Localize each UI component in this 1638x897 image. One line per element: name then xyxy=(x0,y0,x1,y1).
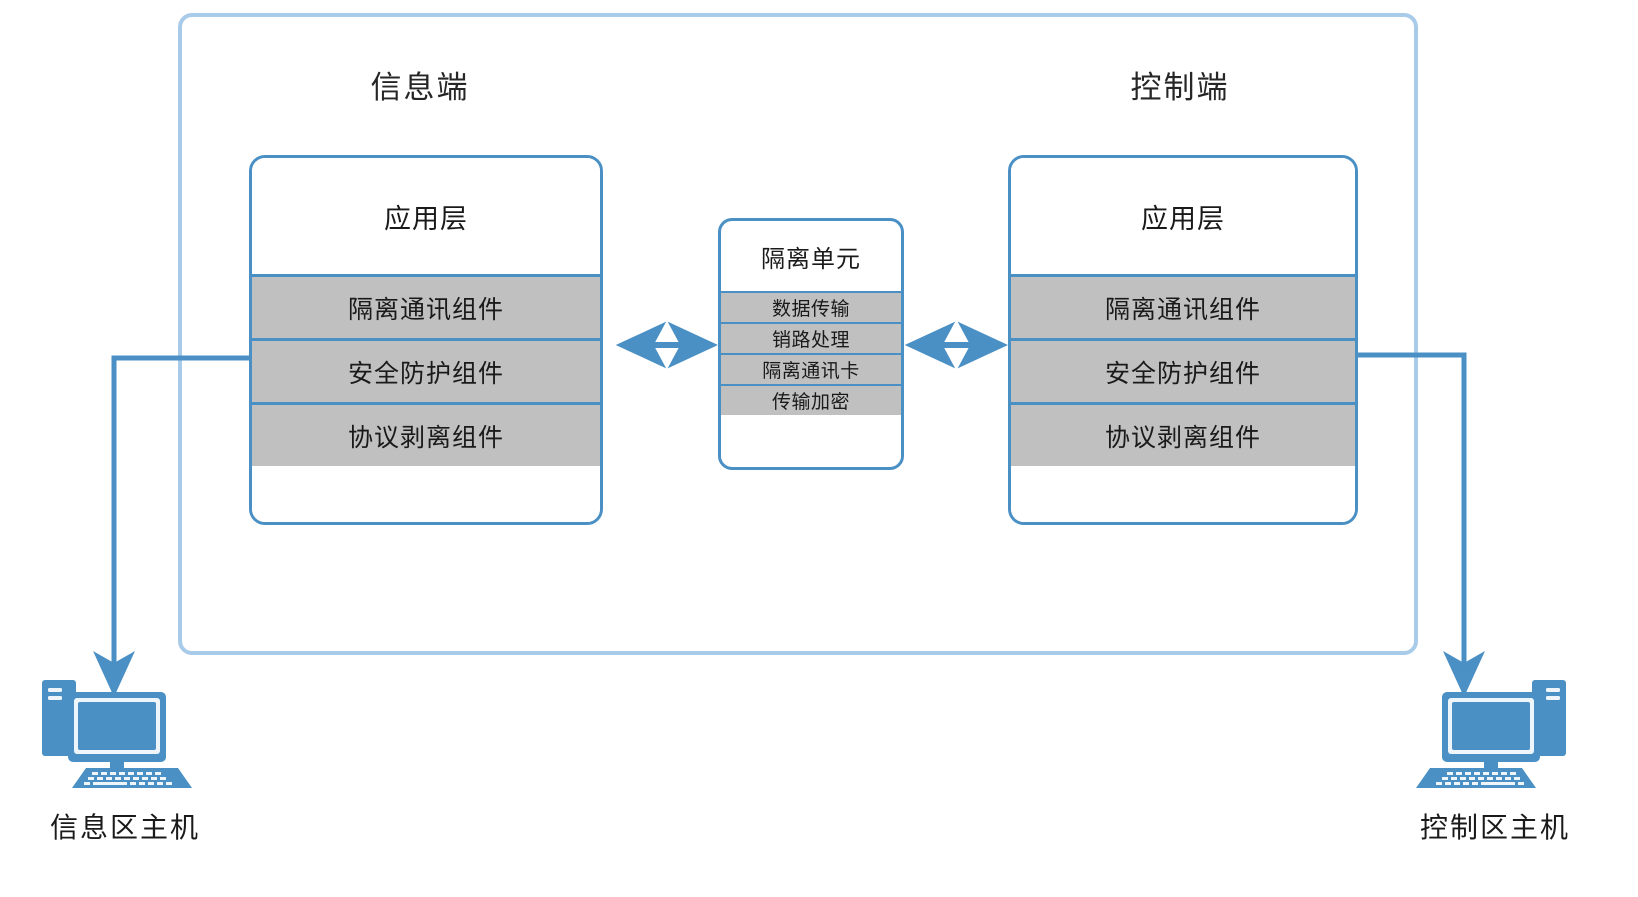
isolation-row-comm-card[interactable]: 隔离通讯卡 xyxy=(721,353,901,386)
zone-caption-control: 控制端 xyxy=(1130,70,1230,105)
stack-footer-spacer xyxy=(252,466,600,522)
stack-header-application-layer: 应用层 xyxy=(1011,158,1355,274)
isolation-unit-box[interactable]: 隔离单元 数据传输 销路处理 隔离通讯卡 传输加密 xyxy=(718,218,904,470)
security-boundary-frame xyxy=(178,13,1418,655)
zone-caption-information: 信息端 xyxy=(370,70,470,105)
isolation-unit-row-group: 数据传输 销路处理 隔离通讯卡 传输加密 xyxy=(721,291,901,417)
information-side-stack[interactable]: 应用层 隔离通讯组件 安全防护组件 协议剥离组件 xyxy=(249,155,603,525)
stack-row-protocol-stripping[interactable]: 协议剥离组件 xyxy=(1011,402,1355,469)
isolation-row-data-transfer[interactable]: 数据传输 xyxy=(721,291,901,324)
isolation-row-transfer-encryption[interactable]: 传输加密 xyxy=(721,384,901,417)
stack-footer-spacer xyxy=(1011,466,1355,522)
host-label-control-zone: 控制区主机 xyxy=(1419,812,1570,843)
stack-row-group: 隔离通讯组件 安全防护组件 协议剥离组件 xyxy=(1011,274,1355,469)
isolation-row-route-handling[interactable]: 销路处理 xyxy=(721,322,901,355)
host-label-information-zone: 信息区主机 xyxy=(49,812,200,843)
isolation-unit-footer-spacer xyxy=(721,415,901,459)
stack-row-isolation-comm[interactable]: 隔离通讯组件 xyxy=(252,274,600,341)
desktop-computer-icon xyxy=(1416,680,1566,788)
stack-header-application-layer: 应用层 xyxy=(252,158,600,274)
stack-row-security-protection[interactable]: 安全防护组件 xyxy=(1011,338,1355,405)
desktop-computer-icon xyxy=(42,680,192,788)
control-side-stack[interactable]: 应用层 隔离通讯组件 安全防护组件 协议剥离组件 xyxy=(1008,155,1358,525)
isolation-unit-header: 隔离单元 xyxy=(761,245,861,273)
stack-row-protocol-stripping[interactable]: 协议剥离组件 xyxy=(252,402,600,469)
stack-row-security-protection[interactable]: 安全防护组件 xyxy=(252,338,600,405)
stack-row-group: 隔离通讯组件 安全防护组件 协议剥离组件 xyxy=(252,274,600,469)
stack-row-isolation-comm[interactable]: 隔离通讯组件 xyxy=(1011,274,1355,341)
